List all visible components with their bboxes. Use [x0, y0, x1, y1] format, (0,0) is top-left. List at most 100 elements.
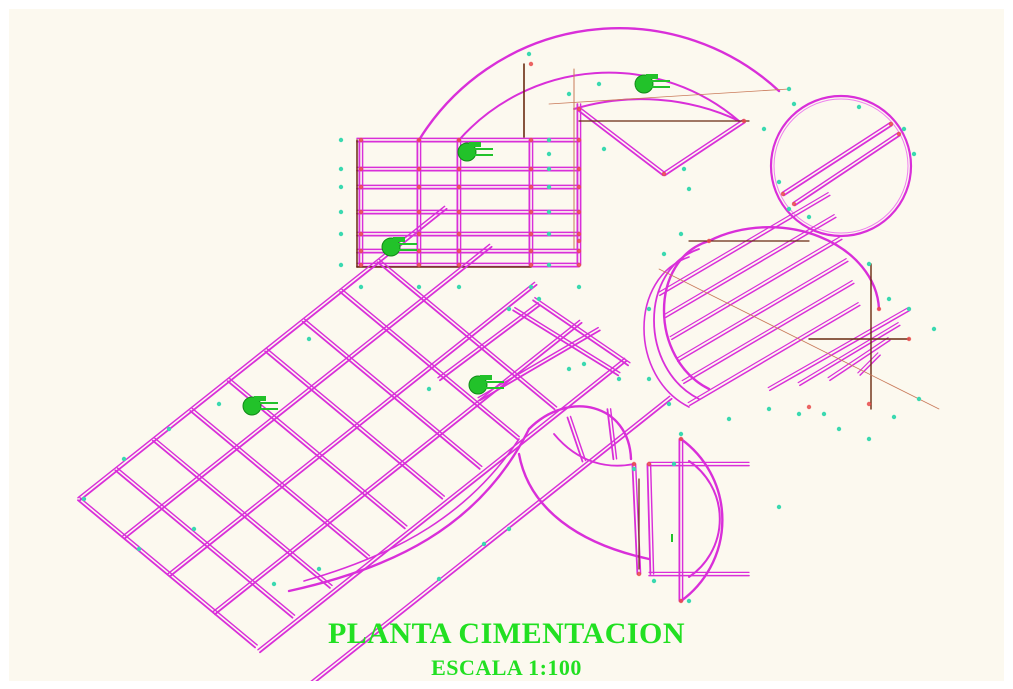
beam-node: [576, 137, 582, 143]
beam-line: [264, 350, 444, 500]
section-marker-flag: [646, 74, 658, 79]
grid-marker: [901, 126, 907, 132]
beam-node: [806, 404, 812, 410]
grid-marker: [546, 151, 552, 157]
beam-node: [416, 137, 422, 143]
grid-marker: [566, 91, 572, 97]
beam-line: [339, 291, 519, 441]
grid-marker: [546, 262, 552, 268]
beam-node: [456, 184, 462, 190]
grid-marker: [306, 336, 312, 342]
beam-line: [478, 329, 601, 402]
beam-line: [534, 296, 631, 364]
grid-marker: [546, 231, 552, 237]
beam-node: [358, 248, 364, 254]
beam-line: [646, 463, 652, 575]
grid-marker: [791, 101, 797, 107]
beam-node: [358, 262, 364, 268]
grid-marker: [776, 504, 782, 510]
grid-marker: [906, 306, 912, 312]
grid-marker: [338, 184, 344, 190]
beam-line: [609, 408, 618, 460]
beam-line: [122, 243, 491, 537]
beam-line: [116, 467, 296, 616]
curved-connector-beam: [553, 433, 635, 467]
section-marker-icon: [468, 375, 504, 395]
beam-line: [189, 410, 369, 560]
grid-marker: [866, 436, 872, 442]
foundation-beams: [77, 27, 940, 681]
beam-line: [77, 205, 446, 499]
beam-node: [358, 209, 364, 215]
circle-beam: [769, 94, 913, 238]
section-marker-flag: [393, 237, 405, 242]
grid-marker: [338, 137, 344, 143]
beam-node: [780, 191, 786, 197]
grid-marker: [338, 262, 344, 268]
grid-marker: [576, 284, 582, 290]
dome-arc-beam: [653, 248, 700, 400]
grid-marker: [678, 231, 684, 237]
grid-marker: [686, 598, 692, 604]
grid-marker: [526, 51, 532, 57]
drawing-sheet: PLANTA CIMENTACION ESCALA 1:100: [9, 9, 1004, 681]
section-marker-icon: [634, 74, 670, 94]
beam-line: [827, 337, 889, 379]
grid-marker: [631, 466, 637, 472]
grid-marker: [436, 576, 442, 582]
beam-line: [675, 258, 847, 360]
beam-node: [576, 248, 582, 254]
dome-arc-beam: [643, 256, 690, 408]
beam-line: [793, 134, 901, 207]
section-marker-flag: [254, 396, 266, 401]
dimension-line: [548, 88, 790, 105]
beam-node: [791, 201, 797, 207]
beam-line: [829, 339, 891, 382]
beam-line: [167, 281, 536, 575]
grid-marker: [416, 284, 422, 290]
beam-node: [416, 231, 422, 237]
grid-marker: [166, 426, 172, 432]
beam-line: [154, 437, 333, 587]
beam-line: [301, 320, 481, 470]
grid-marker: [646, 306, 652, 312]
grid-marker: [338, 166, 344, 172]
beam-line: [376, 261, 556, 411]
beam-line: [677, 260, 849, 363]
beam-line: [781, 121, 891, 194]
grid-marker: [886, 296, 892, 302]
grid-marker: [911, 151, 917, 157]
beam-line: [799, 324, 901, 387]
beam-node: [528, 248, 534, 254]
beam-node: [661, 171, 667, 177]
beam-line: [662, 118, 744, 174]
section-marker-flag: [469, 142, 481, 147]
grid-marker: [546, 184, 552, 190]
grid-marker: [136, 546, 142, 552]
section-marker-icon: [242, 396, 278, 416]
grid-marker: [681, 166, 687, 172]
grid-marker: [271, 581, 277, 587]
grid-marker: [761, 126, 767, 132]
beam-node: [528, 184, 534, 190]
beam-line: [124, 245, 493, 540]
grid-marker: [358, 284, 364, 290]
section-marker-circle: [457, 142, 477, 162]
beam-node: [631, 461, 637, 467]
grid-marker: [546, 166, 552, 172]
semicircle-beam: [688, 460, 721, 578]
beam-line: [657, 192, 829, 294]
grid-marker: [338, 231, 344, 237]
beam-line: [792, 131, 899, 204]
grid-marker: [546, 137, 552, 143]
beam-node: [456, 231, 462, 237]
beam-line: [681, 280, 853, 382]
section-marker-icon: [381, 237, 417, 257]
grid-marker: [776, 179, 782, 185]
plan-scale: ESCALA 1:100: [431, 655, 582, 680]
grid-marker: [506, 526, 512, 532]
beam-line: [514, 306, 621, 374]
curved-connector-beam: [303, 438, 520, 582]
beam-line: [477, 326, 599, 399]
grid-marker: [666, 401, 672, 407]
